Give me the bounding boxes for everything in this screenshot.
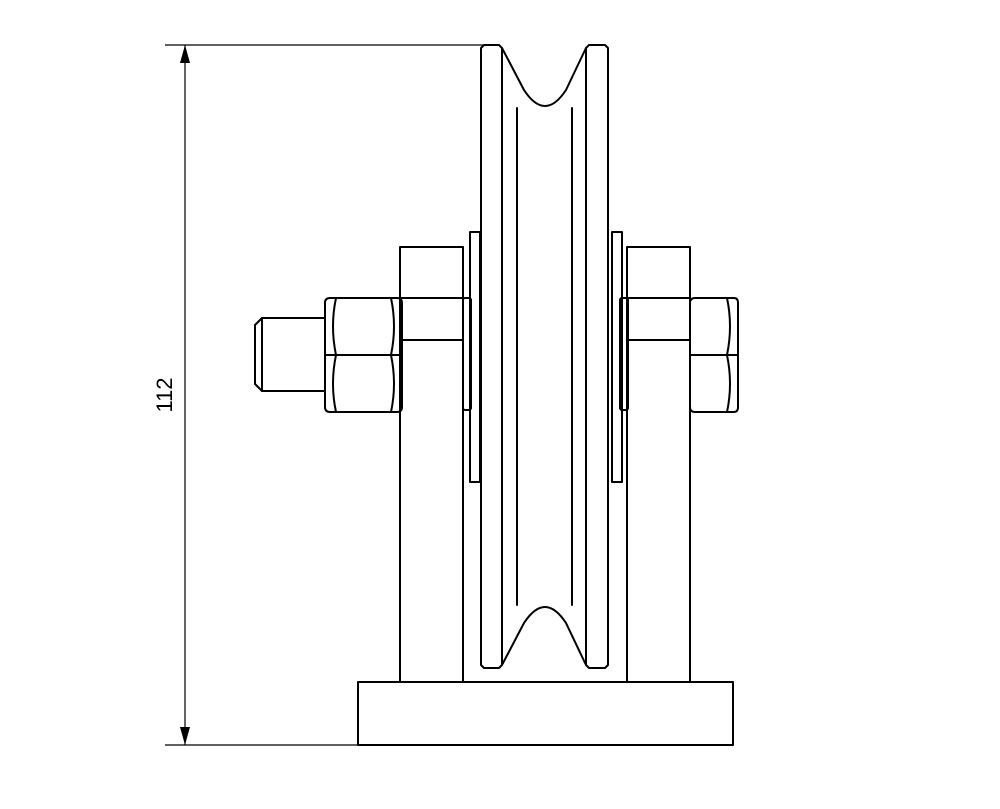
base-plate: [357, 681, 734, 746]
right-hex-nut: [689, 297, 739, 413]
left-hex-nut: [324, 297, 403, 413]
dimension-arrow-bottom: [180, 727, 190, 745]
left-washer: [462, 297, 472, 411]
grooved-wheel: [480, 44, 609, 669]
right-bracket: [626, 246, 691, 683]
height-dimension: 112: [152, 44, 485, 746]
right-washer: [619, 297, 629, 411]
left-bracket: [399, 246, 464, 683]
dimension-arrow-top: [180, 45, 190, 63]
right-hub: [611, 231, 623, 483]
threaded-bolt-end: [254, 317, 326, 392]
dimension-value: 112: [152, 377, 177, 412]
